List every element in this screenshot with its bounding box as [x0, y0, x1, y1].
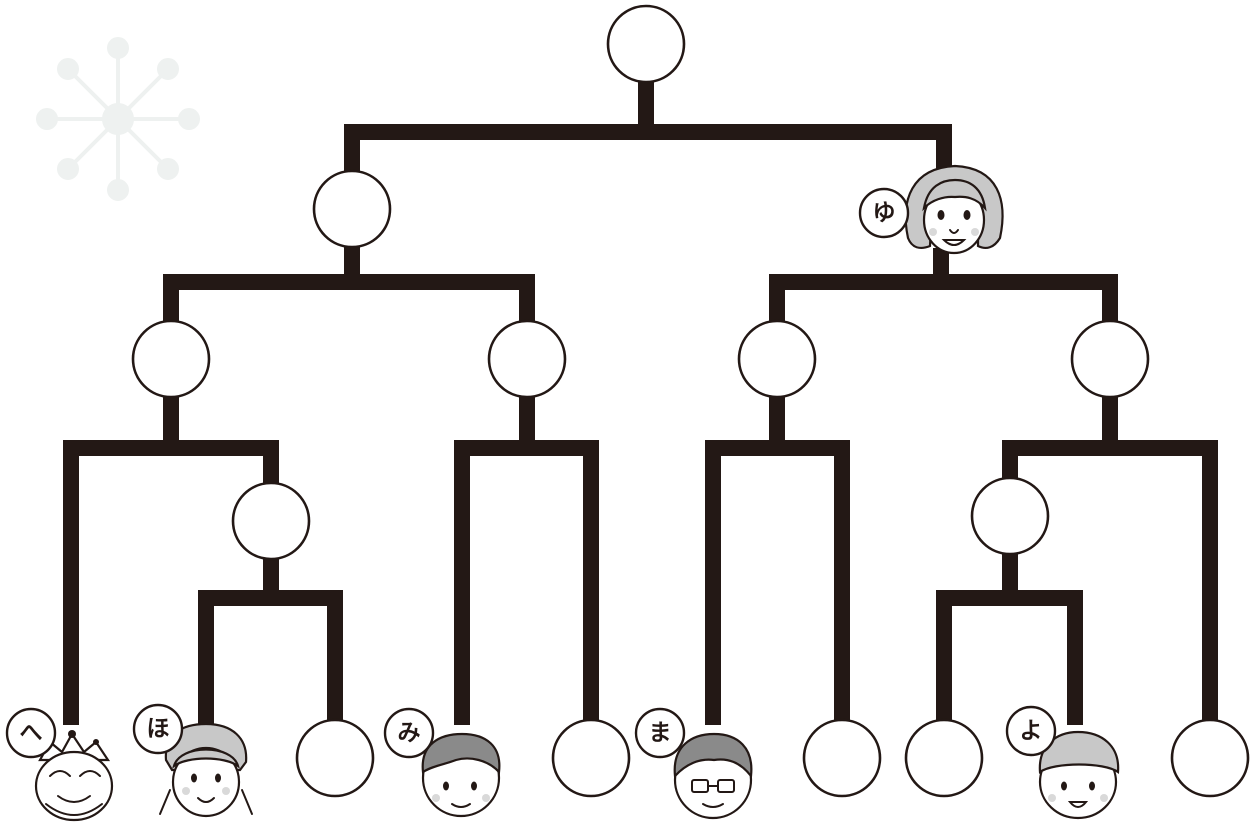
tag-ho: ほ: [147, 716, 170, 742]
player-yu: ゆ: [858, 164, 1004, 255]
player-he: へ: [5, 707, 114, 822]
first-round-slot-left[interactable]: [231, 481, 311, 561]
quarterfinal-slot-2[interactable]: [487, 319, 567, 399]
tag-yo: よ: [1020, 718, 1043, 744]
tag-yu-badge: [858, 187, 910, 239]
tag-he-badge: [5, 707, 57, 759]
tag-mi: み: [398, 720, 421, 746]
quarterfinal-slot-4[interactable]: [1070, 319, 1150, 399]
entry-slot-8[interactable]: [904, 718, 984, 798]
semifinal-left-slot[interactable]: [312, 169, 392, 249]
tag-ho-badge: [132, 703, 184, 755]
entry-slot-5[interactable]: [551, 718, 631, 798]
entry-slot-10[interactable]: [1170, 718, 1250, 798]
player-ho: ほ: [132, 703, 253, 818]
quarterfinal-slot-1[interactable]: [131, 319, 211, 399]
tag-yu: ゆ: [873, 200, 896, 226]
entry-slot-7[interactable]: [802, 718, 882, 798]
tag-ma-badge: [634, 707, 686, 759]
player-ma: ま: [634, 707, 753, 820]
bracket-lines: [63, 80, 1218, 725]
tag-yo-badge: [1005, 705, 1057, 757]
tag-mi-badge: [383, 707, 435, 759]
tag-he: へ: [20, 720, 43, 746]
quarterfinal-slot-3[interactable]: [737, 319, 817, 399]
snowflake-decoration-icon: [36, 37, 200, 201]
first-round-slot-right[interactable]: [970, 476, 1050, 556]
player-mi: み: [383, 707, 501, 818]
player-yo: よ: [1005, 705, 1120, 820]
entry-slot-3[interactable]: [295, 718, 375, 798]
tag-ma: ま: [649, 720, 672, 746]
final-winner-slot[interactable]: [606, 4, 686, 84]
